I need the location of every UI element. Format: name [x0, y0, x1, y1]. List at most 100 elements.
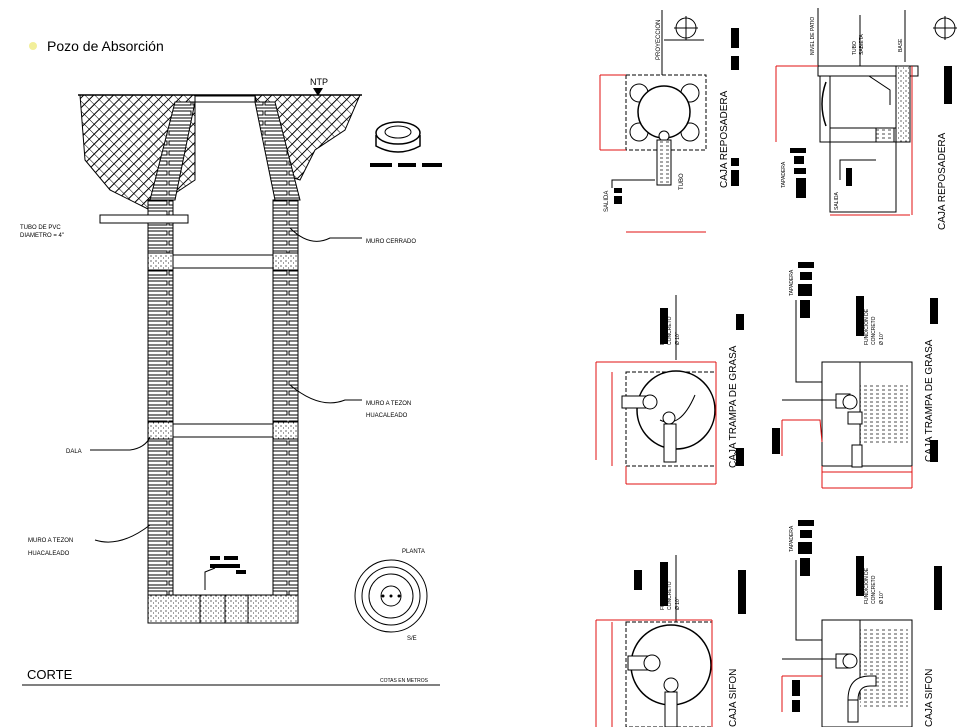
- pozo-de-absorcion: Pozo de Absorción NTP TUBO DE PVC DI: [20, 38, 442, 686]
- sifon-outlet: [663, 677, 679, 693]
- annotation-block: [798, 542, 812, 554]
- tubo-diametro-label: DIAMETRO = 4": [20, 233, 64, 239]
- annotation-block: [930, 440, 938, 462]
- corte-label: CORTE: [27, 667, 73, 682]
- leader-dala: [90, 436, 151, 451]
- annotation-block: [798, 284, 812, 296]
- ntp-label: NTP: [310, 77, 328, 87]
- trampa-inlet-elbow: [842, 394, 858, 410]
- tubo-pipe: [656, 139, 672, 186]
- sabieta-leader: [859, 15, 891, 105]
- trampa-outlet-elbow: [847, 411, 863, 425]
- annotation-block: [370, 163, 392, 167]
- annotation-block: [800, 300, 810, 318]
- annotation-block: [731, 170, 739, 186]
- annotation-block: [846, 168, 852, 186]
- annotation-block: [731, 158, 739, 166]
- caja-trampa-grasa-plan: FUNDICION DE CONCRETO Ø 10" CAJA TRAMPA …: [595, 295, 744, 485]
- annotation-block: [614, 196, 622, 204]
- annotation-block: [422, 163, 442, 167]
- annotation-block: [856, 296, 864, 336]
- trampa-water: [860, 385, 908, 445]
- reposadera-plan-title: CAJA REPOSADERA: [719, 90, 730, 188]
- annotation-block: [856, 556, 864, 596]
- title-bullet-icon: [29, 42, 37, 50]
- annotation-block: [798, 262, 814, 268]
- dala-band-upper-left: [147, 252, 174, 271]
- sifon-tapadera-label: TAPADERA: [789, 525, 795, 552]
- muro-cerrado-label: MURO CERRADO: [366, 239, 416, 245]
- sifon-section-title: CAJA SIFON: [924, 669, 935, 727]
- section-top: [817, 65, 919, 77]
- nivel-patio-label: NIVEL DE PATIO: [810, 17, 816, 55]
- salida-label: SALIDA: [604, 191, 610, 212]
- annotation-block: [792, 680, 800, 696]
- sifon-fundicion-2: CONCRETO: [667, 581, 673, 610]
- dala-band-lower-left: [147, 421, 174, 440]
- pozo-3d-body: [375, 135, 421, 153]
- sifon-outlet-pipe: [664, 691, 678, 727]
- dala-band-lower-right: [272, 421, 299, 440]
- annotation-block: [794, 156, 804, 164]
- fundicion-label-3: Ø 10": [675, 332, 681, 345]
- sifon-plan-title: CAJA SIFON: [728, 669, 739, 727]
- annotation-block: [794, 168, 806, 174]
- caja-trampa-grasa-section: TAPADERA FUNDICION DE CONCRETO Ø 10" CAJ…: [772, 262, 938, 489]
- caja-reposadera-plan: PROYECCION SALIDA TUBO CAJA REPOSADERA: [599, 10, 739, 233]
- annotation-block: [772, 428, 780, 454]
- annotation-block: [731, 56, 739, 70]
- annotation-block: [236, 570, 246, 574]
- trampa-tapadera-label: TAPADERA: [789, 269, 795, 296]
- ntp-marker-icon: [313, 88, 323, 96]
- sifon-fundicion-3: Ø 10": [675, 597, 681, 610]
- planta-dot: [389, 594, 393, 598]
- sifon-trap-elbow: [847, 675, 877, 701]
- reposadera-section-title: CAJA REPOSADERA: [937, 132, 948, 230]
- sifon-inlet: [643, 654, 661, 672]
- cone-wall-right: [254, 101, 301, 201]
- section-lower: [829, 141, 897, 213]
- tubo-pvc-label: TUBO DE PVC: [20, 225, 61, 231]
- pozo-3d-inner: [384, 125, 412, 139]
- annotation-block: [934, 566, 942, 610]
- annotation-block: [731, 28, 739, 48]
- annotation-block: [398, 163, 416, 167]
- trampa-plan-title: CAJA TRAMPA DE GRASA: [728, 345, 739, 468]
- annotation-block: [210, 564, 240, 568]
- annotation-block: [660, 562, 668, 606]
- annotation-block: [634, 570, 642, 590]
- sifon-drain: [847, 699, 859, 723]
- cotas-label: COTAS EN METROS: [380, 678, 429, 684]
- planta-dot: [381, 594, 385, 598]
- annotation-block: [800, 272, 812, 280]
- proyeccion-label: PROYECCION: [656, 20, 662, 60]
- pozo-title: Pozo de Absorción: [47, 38, 164, 54]
- caja-sifon-plan: FUNDICION DE CONCRETO Ø 10" CAJA SIFON: [595, 555, 746, 727]
- caja-sifon-section: TAPADERA FUNDICION DE CONCRETO Ø 10" CAJ…: [781, 520, 942, 727]
- trampa-outlet-pipe: [663, 423, 677, 463]
- reposadera-circle: [637, 85, 691, 139]
- muro-tezon-right-label-2: HUACALEADO: [366, 413, 408, 419]
- planta-dot: [397, 594, 401, 598]
- tubo-sabieta-label-1: TUBO: [852, 41, 858, 55]
- trampa-section-title: CAJA TRAMPA DE GRASA: [924, 339, 935, 462]
- dimension-line: [781, 419, 823, 456]
- annotation-block: [210, 556, 220, 560]
- trampa-sec-fundicion-1: FUNDICION DE: [864, 308, 870, 345]
- sifon-inlet-elbow: [842, 653, 858, 669]
- se-label: S/E: [407, 636, 417, 642]
- sifon-sec-fundicion-1: FUNDICION DE: [864, 567, 870, 604]
- gravel-base: [147, 594, 299, 624]
- salida-section-leader: [839, 159, 876, 180]
- dala-band-upper-right: [272, 252, 299, 271]
- trampa-leader: [659, 394, 696, 423]
- sifon-tapadera-leader: [795, 560, 830, 641]
- muro-tezon-left-label-1: MURO A TEZON: [28, 538, 73, 544]
- sifon-sec-fundicion-2: CONCRETO: [871, 575, 877, 604]
- sifon-water: [860, 628, 908, 708]
- annotation-block: [738, 570, 746, 614]
- trampa-sec-fundicion-3: Ø 10": [879, 332, 885, 345]
- pvc-pipe: [99, 214, 189, 224]
